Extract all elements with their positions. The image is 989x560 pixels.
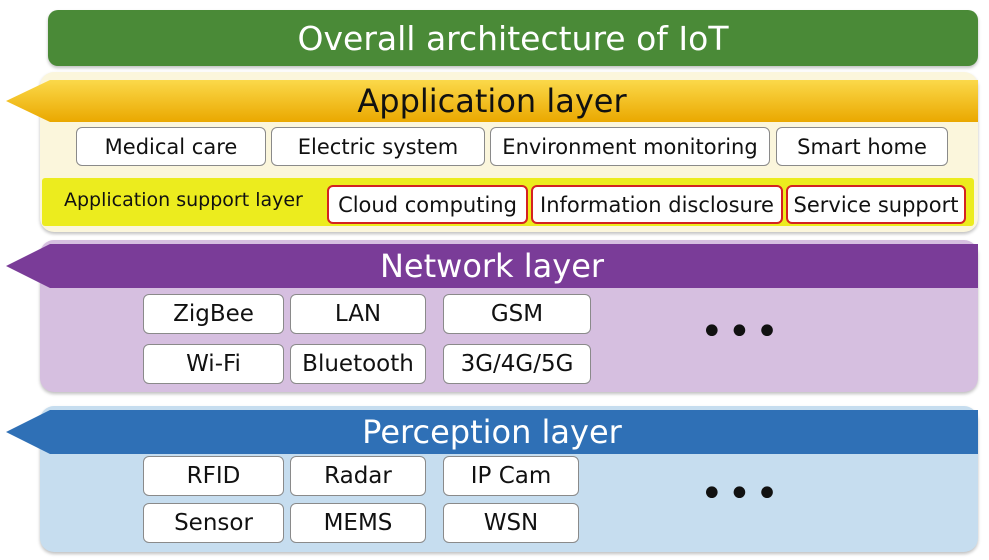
left-arrow-shape [6, 80, 978, 122]
application-layer-arrow: Application layer [6, 80, 978, 122]
application-layer-label: Application layer [357, 82, 627, 120]
support-box-cloud-computing: Cloud computing [327, 185, 528, 224]
perception-box-mems: MEMS [290, 503, 426, 543]
left-arrow-shape [6, 244, 978, 288]
perception-layer-arrow: Perception layer [6, 410, 978, 454]
network-ellipsis: ••• [700, 309, 783, 355]
network-box-lan: LAN [290, 294, 426, 334]
perception-layer-label: Perception layer [362, 413, 622, 451]
network-layer-label: Network layer [379, 247, 605, 285]
perception-box-rfid: RFID [143, 456, 284, 496]
app-box-smart-home: Smart home [776, 127, 948, 166]
left-arrow-shape [6, 410, 978, 454]
diagram-title: Overall architecture of IoT [48, 10, 978, 66]
perception-box-radar: Radar [290, 456, 426, 496]
network-box-zigbee: ZigBee [143, 294, 284, 334]
network-layer-arrow: Network layer [6, 244, 978, 288]
app-box-medical-care: Medical care [76, 127, 266, 166]
support-box-service-support: Service support [786, 185, 966, 224]
perception-ellipsis: ••• [700, 471, 783, 517]
app-box-electric-system: Electric system [271, 127, 485, 166]
network-box-bluetooth: Bluetooth [290, 344, 426, 384]
network-box-3g-4g-5g: 3G/4G/5G [443, 344, 591, 384]
app-box-environment-monitoring: Environment monitoring [490, 127, 770, 166]
perception-box-wsn: WSN [443, 503, 579, 543]
perception-box-sensor: Sensor [143, 503, 284, 543]
network-box-wifi: Wi-Fi [143, 344, 284, 384]
network-box-gsm: GSM [443, 294, 591, 334]
perception-box-ip-cam: IP Cam [443, 456, 579, 496]
support-box-information-disclosure: Information disclosure [531, 185, 783, 224]
application-support-label: Application support layer [64, 189, 303, 211]
